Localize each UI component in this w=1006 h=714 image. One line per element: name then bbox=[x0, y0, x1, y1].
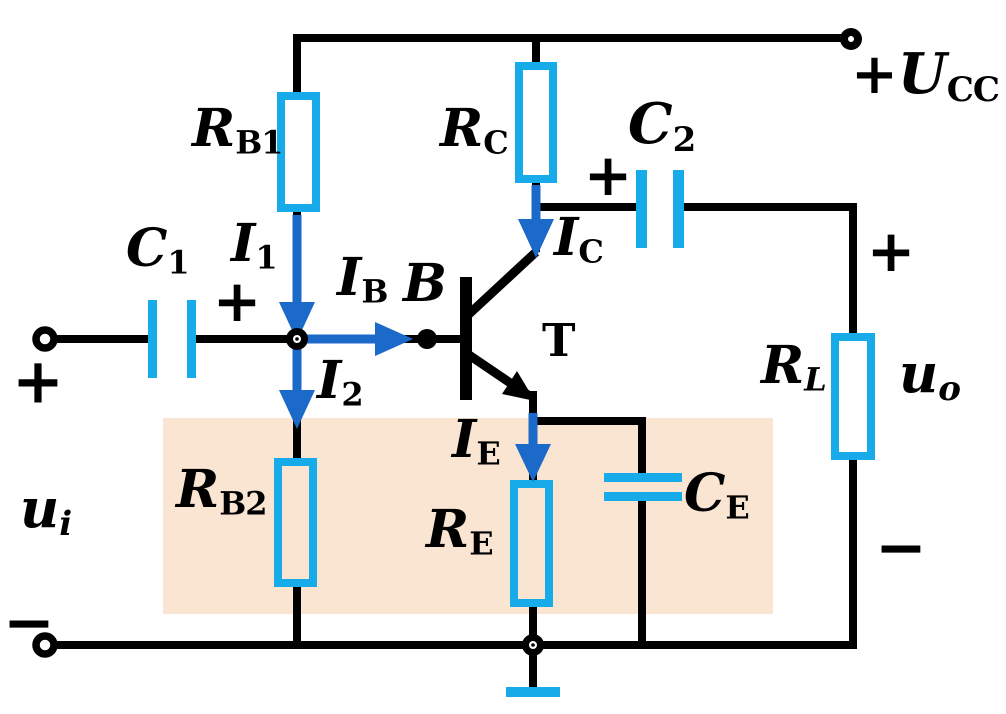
label-rb1: RB1 bbox=[192, 98, 284, 162]
capacitors bbox=[148, 170, 684, 697]
bias-stability-highlight bbox=[163, 418, 773, 614]
minus-sign-input: − bbox=[3, 586, 55, 659]
label-ucc: +UCC bbox=[851, 41, 1000, 111]
transistor-collector-lead bbox=[464, 248, 540, 319]
label-rc: RC bbox=[440, 98, 509, 162]
current-arrow-ic bbox=[518, 185, 554, 258]
plus-sign-c1: + bbox=[213, 267, 262, 335]
label-rl: RL bbox=[761, 335, 827, 399]
resistor-rb1 bbox=[277, 92, 320, 212]
node-base-divider-junction bbox=[286, 328, 308, 350]
plus-sign-input: + bbox=[12, 345, 64, 418]
current-arrow-ie bbox=[515, 413, 551, 482]
resistor-re bbox=[510, 480, 553, 607]
resistor-rl bbox=[831, 333, 875, 460]
supply-terminal bbox=[840, 28, 862, 50]
label-c1: C1 bbox=[126, 218, 190, 282]
transistor-emitter-arrow bbox=[502, 371, 535, 401]
label-ic: IC bbox=[554, 207, 604, 271]
current-arrow-ib bbox=[305, 322, 413, 356]
current-arrows bbox=[279, 185, 554, 482]
capacitor-c1-right-plate bbox=[187, 300, 196, 378]
label-i1: I1 bbox=[231, 213, 278, 277]
capacitor-ce-bottom-plate bbox=[604, 492, 682, 501]
label-uo: uo bbox=[899, 341, 961, 410]
current-arrow-i1 bbox=[279, 215, 315, 341]
input-terminal-bottom bbox=[32, 632, 58, 658]
label-ie: IE bbox=[452, 409, 501, 473]
capacitor-c2-left-plate bbox=[636, 170, 647, 248]
label-ib: IB bbox=[337, 247, 388, 311]
minus-sign-output: − bbox=[875, 511, 927, 584]
current-arrow-i2 bbox=[279, 349, 315, 429]
resistors bbox=[274, 62, 875, 607]
label-i2: I2 bbox=[317, 350, 364, 414]
wire-c2-to-rl bbox=[682, 203, 857, 337]
label-rb2: RB2 bbox=[176, 459, 268, 523]
capacitor-c2-right-plate bbox=[673, 170, 684, 248]
ground-bar bbox=[506, 687, 560, 697]
label-transistor: T bbox=[542, 314, 576, 367]
resistor-rc bbox=[515, 62, 557, 183]
transistor-npn bbox=[460, 248, 540, 401]
transistor-base-bar bbox=[460, 277, 472, 400]
label-ui: ui bbox=[20, 476, 72, 545]
resistor-rb2 bbox=[274, 458, 317, 587]
plus-sign-output: + bbox=[867, 217, 916, 285]
label-base: B bbox=[403, 253, 447, 314]
input-terminal-top bbox=[32, 326, 58, 352]
plus-sign-c2: + bbox=[584, 141, 633, 209]
capacitor-c1-left-plate bbox=[148, 300, 157, 378]
label-ce: CE bbox=[684, 463, 750, 527]
capacitor-ce-top-plate bbox=[604, 473, 682, 482]
label-re: RE bbox=[426, 499, 494, 563]
node-base-dot bbox=[417, 329, 437, 349]
node-emitter-ground-junction bbox=[522, 634, 544, 656]
label-c2: C2 bbox=[628, 91, 696, 161]
